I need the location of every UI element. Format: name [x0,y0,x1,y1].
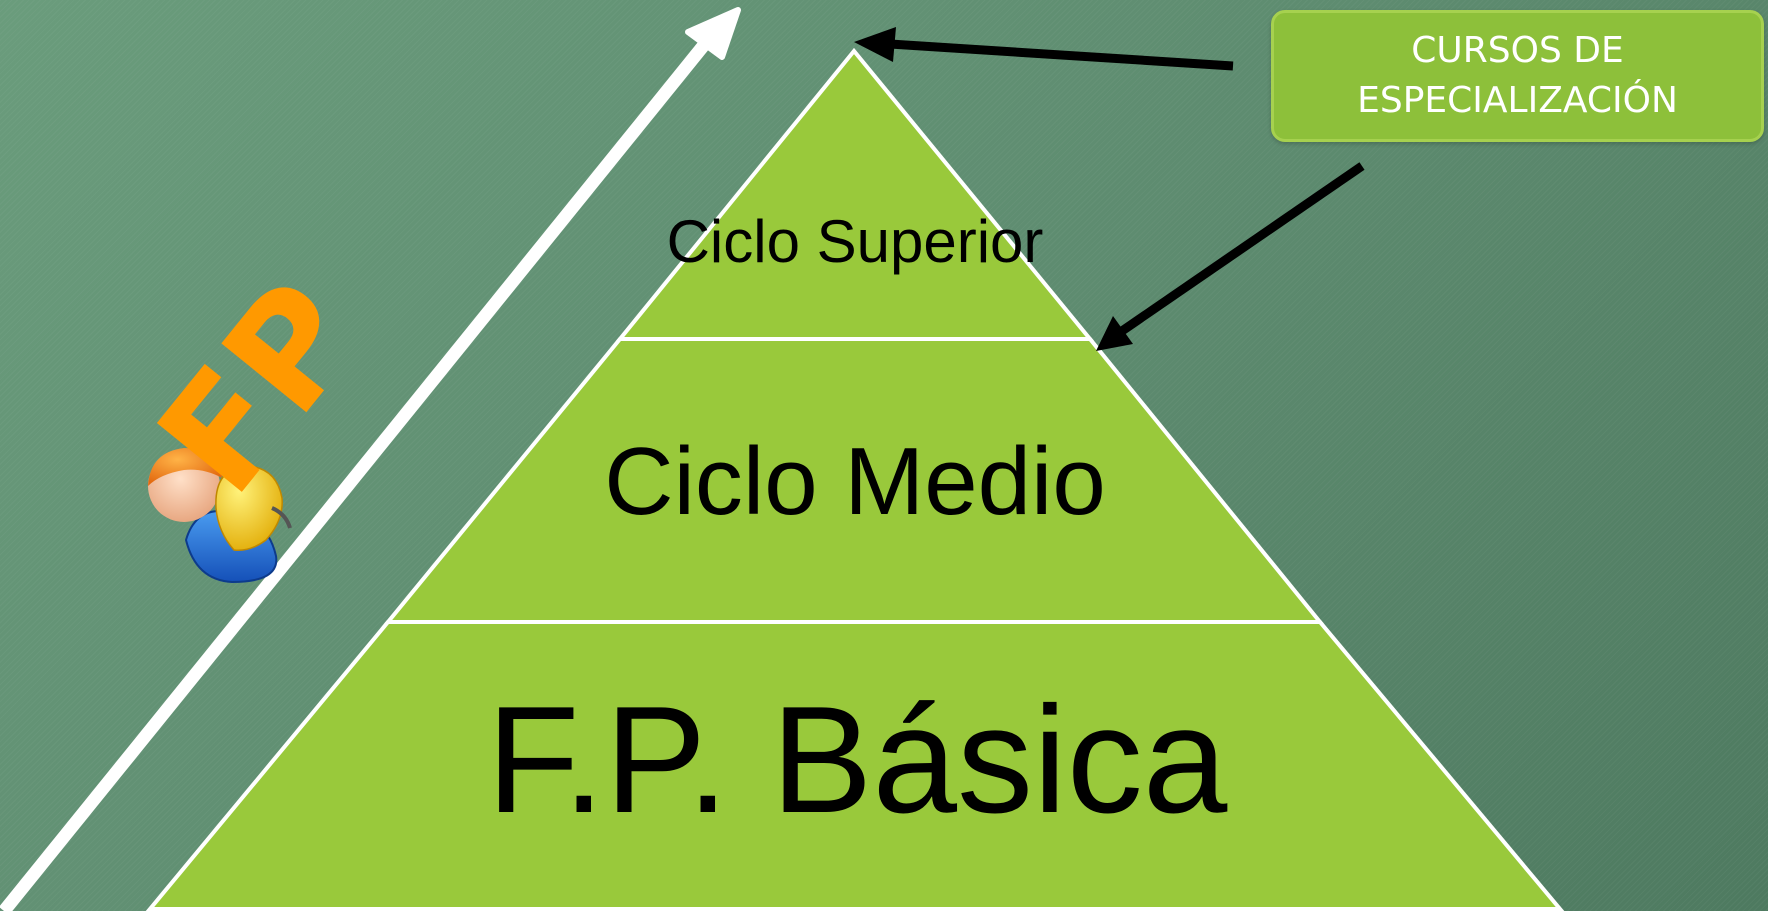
fp-logo: FP [126,251,395,584]
arrow-to-top [854,27,1234,71]
tier-fp-basica [145,620,1565,911]
callout-line-2: ESPECIALIZACIÓN [1357,80,1678,121]
worker-with-hardhat-icon [148,448,292,584]
specialization-courses-callout: CURSOS DE ESPECIALIZACIÓN [1271,10,1764,142]
tier-label-fp-basica: F.P. Básica [487,675,1228,845]
tier-ciclo-superior [615,47,1095,341]
callout-line-1: CURSOS DE [1411,30,1624,71]
progression-arrow [0,7,741,911]
tier-label-ciclo-superior: Ciclo Superior [667,208,1044,275]
tier-label-ciclo-medio: Ciclo Medio [604,428,1106,535]
arrow-to-upper-tier [1096,162,1365,351]
